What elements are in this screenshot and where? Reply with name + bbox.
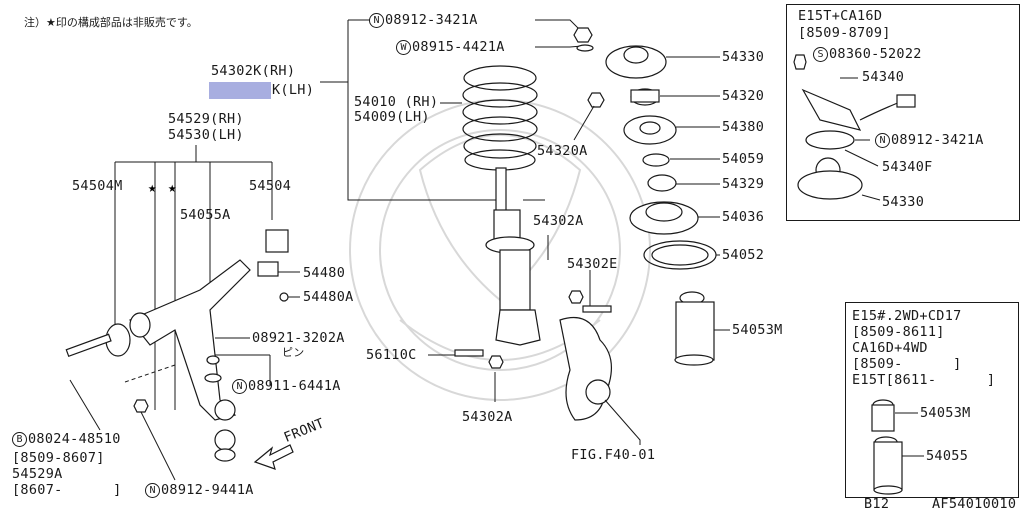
callout-n-icon: N [145, 483, 160, 498]
label-54302k-lh[interactable]: K(LH) [272, 82, 315, 98]
label-08915-4421a[interactable]: 08915-4421A [412, 39, 505, 55]
callout-n-icon: N [369, 13, 384, 28]
inset-label-08912-3421a[interactable]: 08912-3421A [891, 132, 984, 148]
steering-knuckle [559, 316, 612, 421]
inset-label-54055[interactable]: 54055 [926, 448, 969, 464]
strut-assembly [485, 167, 541, 346]
inset-bottom-line-1: E15#.2WD+CD17 [852, 308, 962, 324]
label-54529-rh[interactable]: 54529(RH) [168, 111, 244, 127]
label-54380[interactable]: 54380 [722, 119, 765, 135]
callout-b-icon: B [12, 432, 27, 447]
label-54504[interactable]: 54504 [249, 178, 292, 194]
label-56110c[interactable]: 56110C [366, 347, 417, 363]
label-08912-3421a[interactable]: 08912-3421A [385, 12, 478, 28]
inset-top-drawing [793, 54, 916, 200]
footer-model: B12 [864, 496, 890, 512]
label-08912-9441a[interactable]: 08912-9441A [161, 482, 254, 498]
inset-bottom-line-2: [8509-8611] [852, 324, 945, 340]
inset-top-box [786, 4, 1020, 221]
label-pin: ピン [282, 346, 305, 359]
label-date-1: [8509-8607] [12, 450, 105, 466]
inset-bottom-box [845, 302, 1019, 498]
inset-label-54340[interactable]: 54340 [862, 69, 905, 85]
callout-w-icon: W [396, 40, 411, 55]
lower-control-arm [105, 259, 251, 462]
label-54529a[interactable]: 54529A [12, 466, 63, 482]
label-54302a-top[interactable]: 54302A [533, 213, 584, 229]
inset-bottom-drawing [871, 399, 903, 495]
label-54320[interactable]: 54320 [722, 88, 765, 104]
inset-bottom-line-3: CA16D+4WD [852, 340, 928, 356]
label-54009[interactable]: 54009(LH) [354, 109, 430, 125]
label-54320a[interactable]: 54320A [537, 143, 588, 159]
label-fig-f40-01[interactable]: FIG.F40-01 [571, 447, 656, 463]
top-mount-stack [605, 45, 717, 366]
label-54053m[interactable]: 54053M [732, 322, 783, 338]
label-54059[interactable]: 54059 [722, 151, 765, 167]
inset-top-date: [8509-8709] [798, 25, 891, 41]
label-date-2: [8607- ] [12, 482, 122, 498]
label-54302k-rh[interactable]: 54302K(RH) [211, 63, 296, 79]
footnote: 注）★印の構成部品は非販売です。 [24, 16, 198, 29]
label-54055a[interactable]: 54055A [180, 207, 231, 223]
label-54530-lh[interactable]: 54530(LH) [168, 127, 244, 143]
label-54480a[interactable]: 54480A [303, 289, 354, 305]
label-54302a-bottom[interactable]: 54302A [462, 409, 513, 425]
label-54329[interactable]: 54329 [722, 176, 765, 192]
label-54010[interactable]: 54010 (RH) [354, 94, 439, 110]
label-08921-3202a[interactable]: 08921-3202A [252, 330, 345, 346]
label-54052[interactable]: 54052 [722, 247, 765, 263]
coil-spring [440, 65, 538, 171]
nut-shape [573, 27, 593, 43]
label-54504m[interactable]: 54504M [72, 178, 123, 194]
inset-label-54340f[interactable]: 54340F [882, 159, 933, 175]
inset-label-54053m[interactable]: 54053M [920, 405, 971, 421]
star-mark: ★ [168, 180, 177, 196]
callout-s-icon: S [813, 47, 828, 62]
inset-label-54330[interactable]: 54330 [882, 194, 925, 210]
leader-54302k [320, 81, 505, 201]
highlight-box [209, 82, 271, 99]
footer-code: AF54010010 [932, 496, 1017, 512]
label-54302e[interactable]: 54302E [567, 256, 618, 272]
inset-label-08360-52022[interactable]: 08360-52022 [829, 46, 922, 62]
inset-top-title: E15T+CA16D [798, 8, 883, 24]
label-08024-48510[interactable]: 08024-48510 [28, 431, 121, 447]
star-mark: ★ [148, 180, 157, 196]
inset-bottom-line-4: [8509- ] [852, 356, 962, 372]
label-54480[interactable]: 54480 [303, 265, 346, 281]
label-54330[interactable]: 54330 [722, 49, 765, 65]
callout-n-icon: N [875, 133, 890, 148]
label-08911-6441a[interactable]: 08911-6441A [248, 378, 341, 394]
callout-n-icon: N [232, 379, 247, 394]
label-54036[interactable]: 54036 [722, 209, 765, 225]
inset-bottom-line-5: E15T[8611- ] [852, 372, 996, 388]
front-arrow [253, 444, 294, 470]
